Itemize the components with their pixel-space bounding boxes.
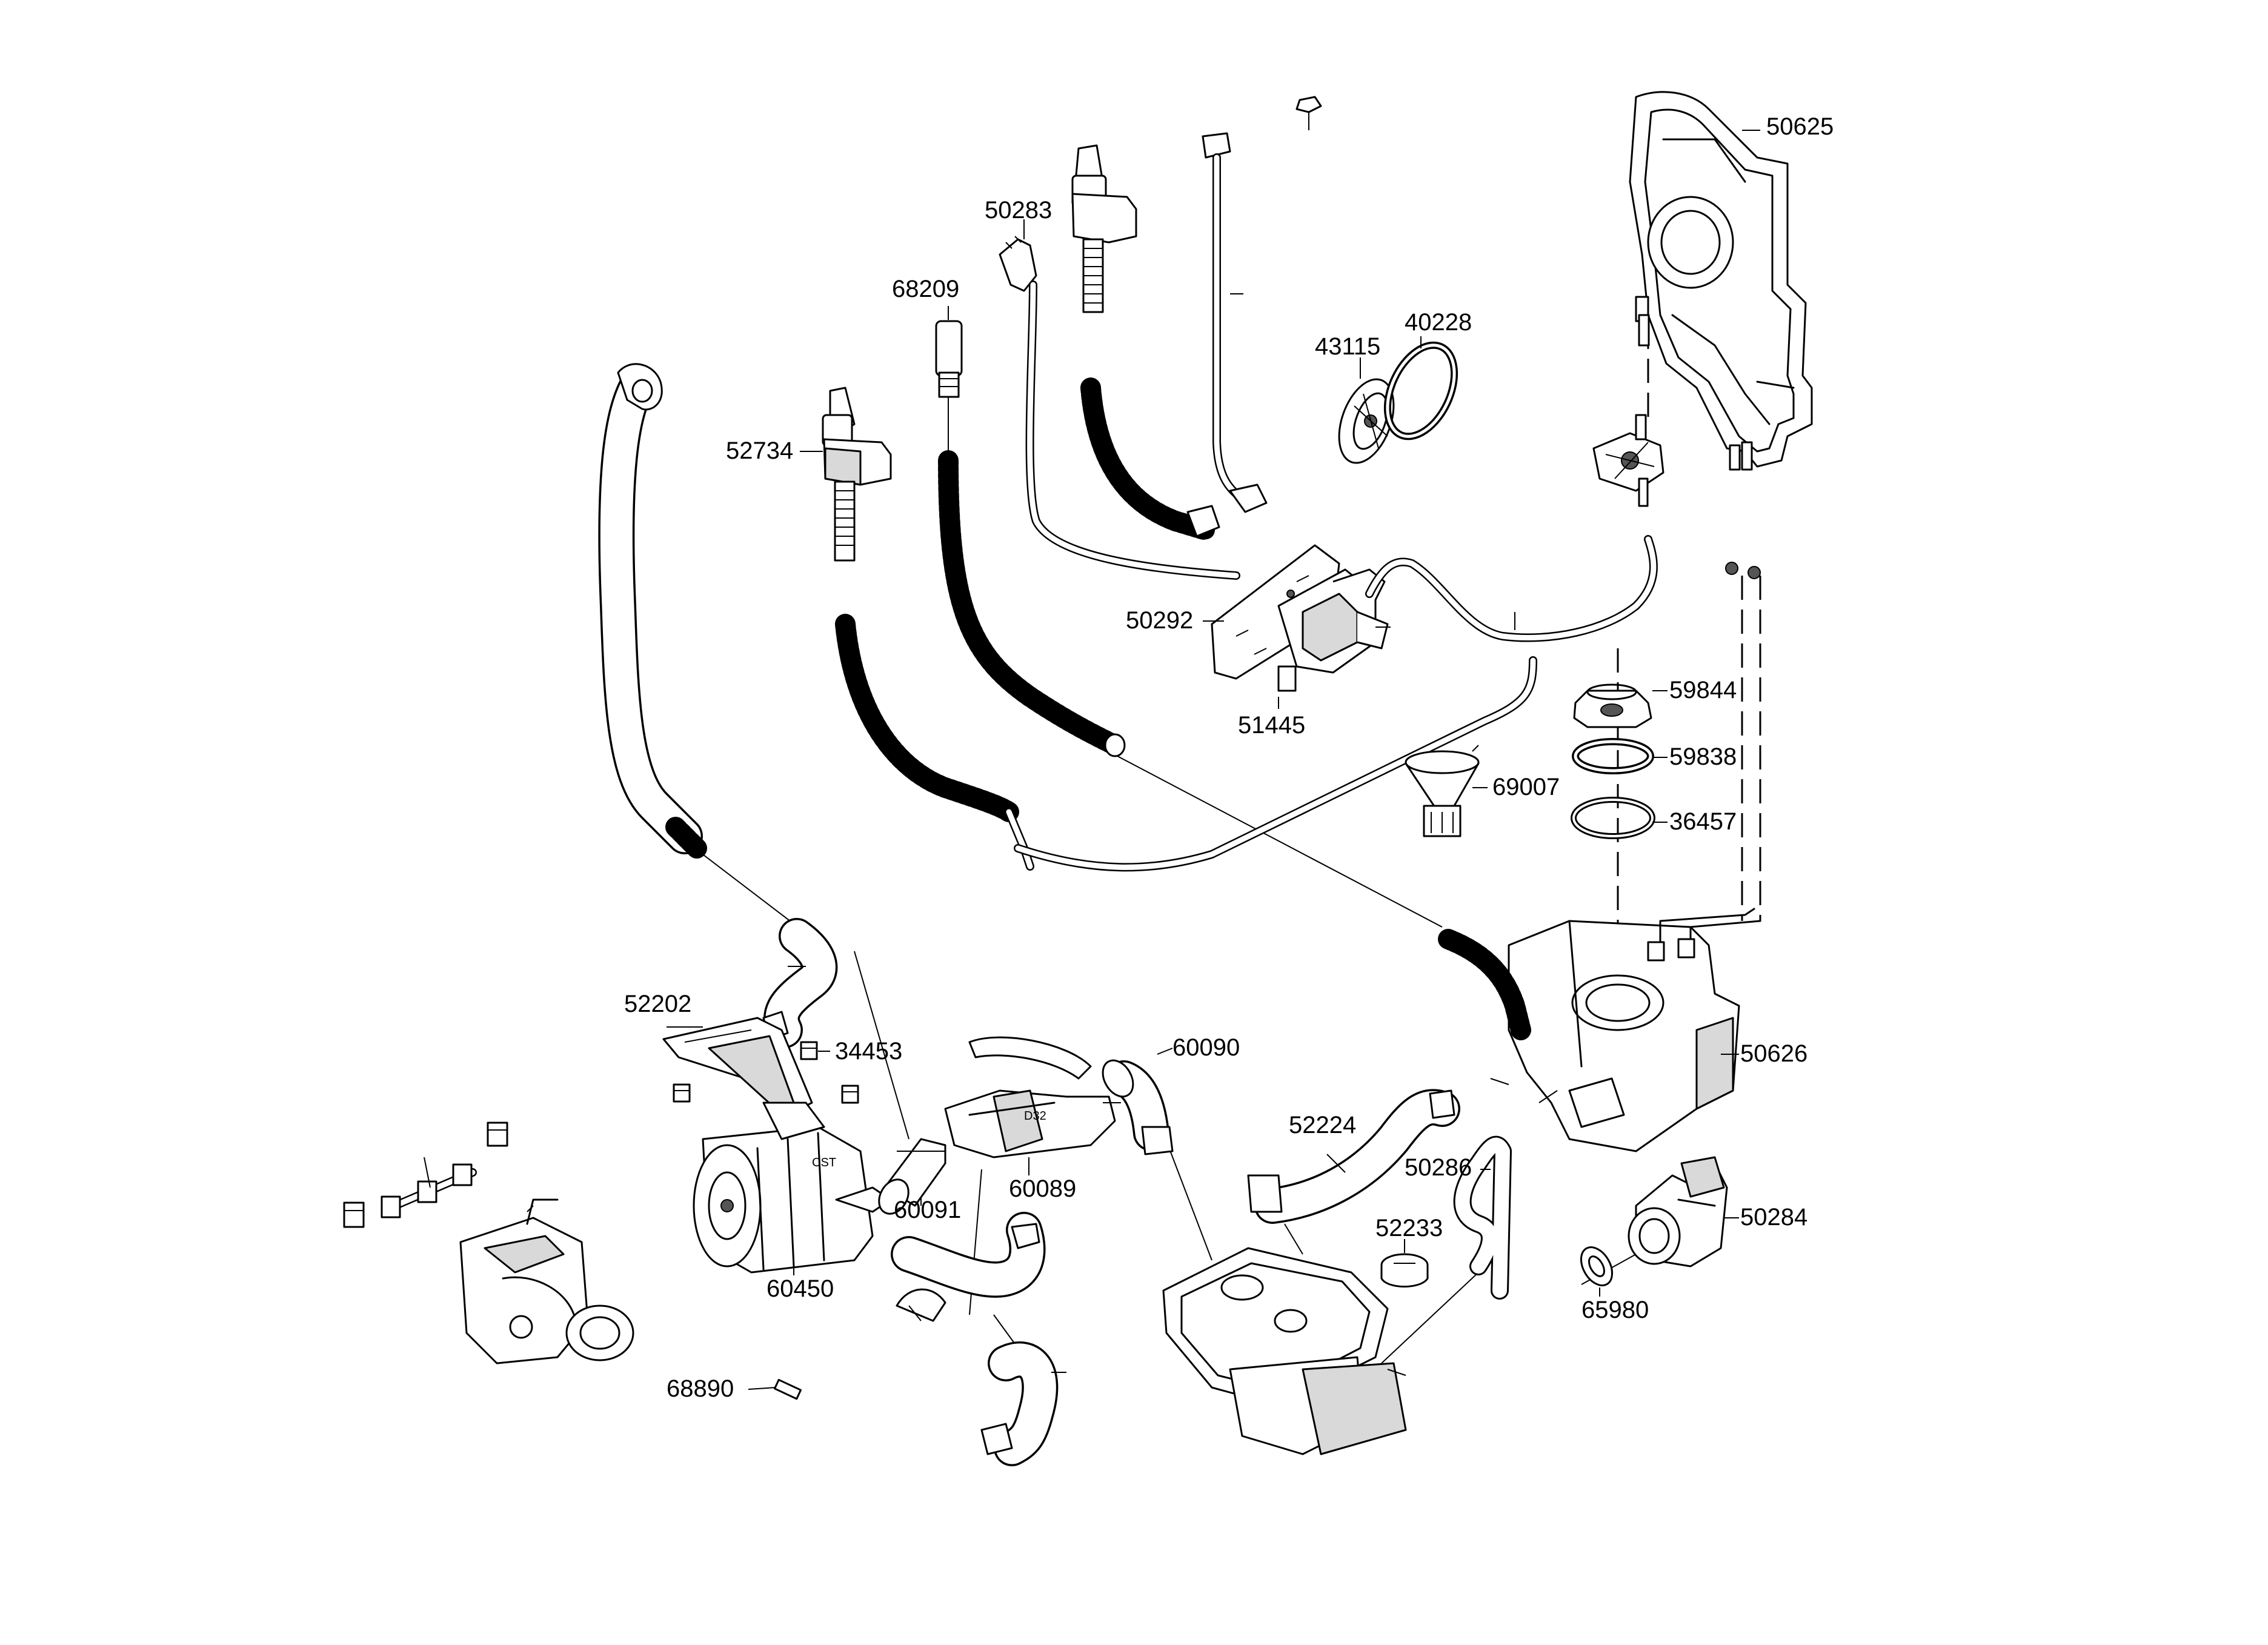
part-52202-drain-connector[interactable] xyxy=(762,918,838,1048)
part-connector-pipe-left[interactable] xyxy=(381,1157,477,1218)
part-frame-screws[interactable] xyxy=(1725,562,1761,579)
part-59838-ring[interactable] xyxy=(1572,738,1654,774)
label-50626: 50626 xyxy=(1740,1040,1807,1067)
label-60090: 60090 xyxy=(1172,1034,1240,1061)
part-hose-elbow-bottom[interactable] xyxy=(980,1341,1066,1466)
label-50286: 50286 xyxy=(1405,1154,1472,1181)
part-50625-side-frame[interactable] xyxy=(1629,91,1813,471)
label-34453: 34453 xyxy=(835,1038,902,1065)
part-small-nut-top[interactable] xyxy=(1295,96,1322,113)
label-50284: 50284 xyxy=(1740,1204,1807,1231)
label-68209: 68209 xyxy=(892,276,959,302)
part-sump-assembly[interactable] xyxy=(1162,1247,1407,1455)
part-60091-hose-connector[interactable] xyxy=(873,1138,946,1219)
part-51445-inlet-valve[interactable] xyxy=(1277,568,1391,692)
label-50292: 50292 xyxy=(1126,607,1193,634)
part-43115-flow-meter-disc[interactable] xyxy=(1329,372,1404,471)
part-52233-cap[interactable] xyxy=(1380,1253,1429,1288)
part-68890-screw[interactable] xyxy=(773,1378,802,1400)
label-60091: 60091 xyxy=(894,1197,961,1223)
part-drain-pump[interactable] xyxy=(459,1198,634,1364)
part-40228-seal-ring[interactable] xyxy=(1374,334,1468,447)
leader-68890 xyxy=(748,1387,776,1390)
part-69007-funnel[interactable] xyxy=(1405,745,1480,837)
leader-52224 xyxy=(1326,1154,1346,1173)
part-60089-heating-pump-unit[interactable]: D32 xyxy=(944,1036,1121,1158)
label-59838: 59838 xyxy=(1669,743,1737,770)
label-68890: 68890 xyxy=(667,1375,734,1402)
part-50626-water-softener[interactable] xyxy=(1438,908,1761,1152)
label-36457: 36457 xyxy=(1669,808,1737,835)
part-52224-hose[interactable] xyxy=(1247,1089,1460,1224)
label-52202: 52202 xyxy=(624,991,691,1017)
label-50283: 50283 xyxy=(985,197,1052,224)
part-50286-hose[interactable] xyxy=(1453,1135,1512,1300)
hose-52734-corrugated[interactable] xyxy=(835,614,1537,872)
label-40228: 40228 xyxy=(1405,309,1472,336)
part-52734-aqua-stop-valve[interactable] xyxy=(822,387,892,562)
part-air-break-valve[interactable] xyxy=(1592,414,1664,507)
label-59844: 59844 xyxy=(1669,677,1737,703)
label-52734: 52734 xyxy=(726,437,793,464)
marking-d32: D32 xyxy=(1024,1109,1046,1123)
label-52224: 52224 xyxy=(1289,1112,1356,1138)
label-60450: 60450 xyxy=(767,1275,834,1302)
part-drain-hose-left[interactable] xyxy=(598,363,707,859)
label-69007: 69007 xyxy=(1492,774,1560,800)
part-65980-seal-ring[interactable] xyxy=(1575,1242,1618,1291)
label-51445: 51445 xyxy=(1238,712,1305,739)
label-60089: 60089 xyxy=(1009,1175,1076,1202)
part-60090-hose-elbow[interactable] xyxy=(1097,1055,1174,1155)
leader-60090 xyxy=(1157,1048,1173,1055)
part-connector-bracket[interactable] xyxy=(662,1017,813,1116)
part-small-clamps-left[interactable] xyxy=(343,1122,508,1228)
part-50284-drain-pump[interactable] xyxy=(1628,1156,1728,1268)
part-50283-inlet-cable[interactable] xyxy=(999,236,1240,580)
part-hose-elbow-center[interactable] xyxy=(891,1212,1046,1322)
part-inlet-valve-block[interactable] xyxy=(1071,144,1220,540)
label-50625: 50625 xyxy=(1766,113,1834,140)
marking-cst: CST xyxy=(812,1156,836,1169)
label-52233: 52233 xyxy=(1375,1215,1443,1241)
hose-valve-to-air-break[interactable] xyxy=(1365,535,1658,642)
part-59844-cap[interactable] xyxy=(1573,683,1652,728)
label-43115: 43115 xyxy=(1315,333,1380,360)
part-68209-drain-hose[interactable] xyxy=(935,320,1126,757)
label-65980: 65980 xyxy=(1581,1297,1649,1323)
part-60450-circulation-pump[interactable]: CST xyxy=(693,1102,892,1274)
part-fill-hose-with-nut[interactable] xyxy=(1202,132,1268,513)
part-36457-seal[interactable] xyxy=(1571,797,1655,839)
